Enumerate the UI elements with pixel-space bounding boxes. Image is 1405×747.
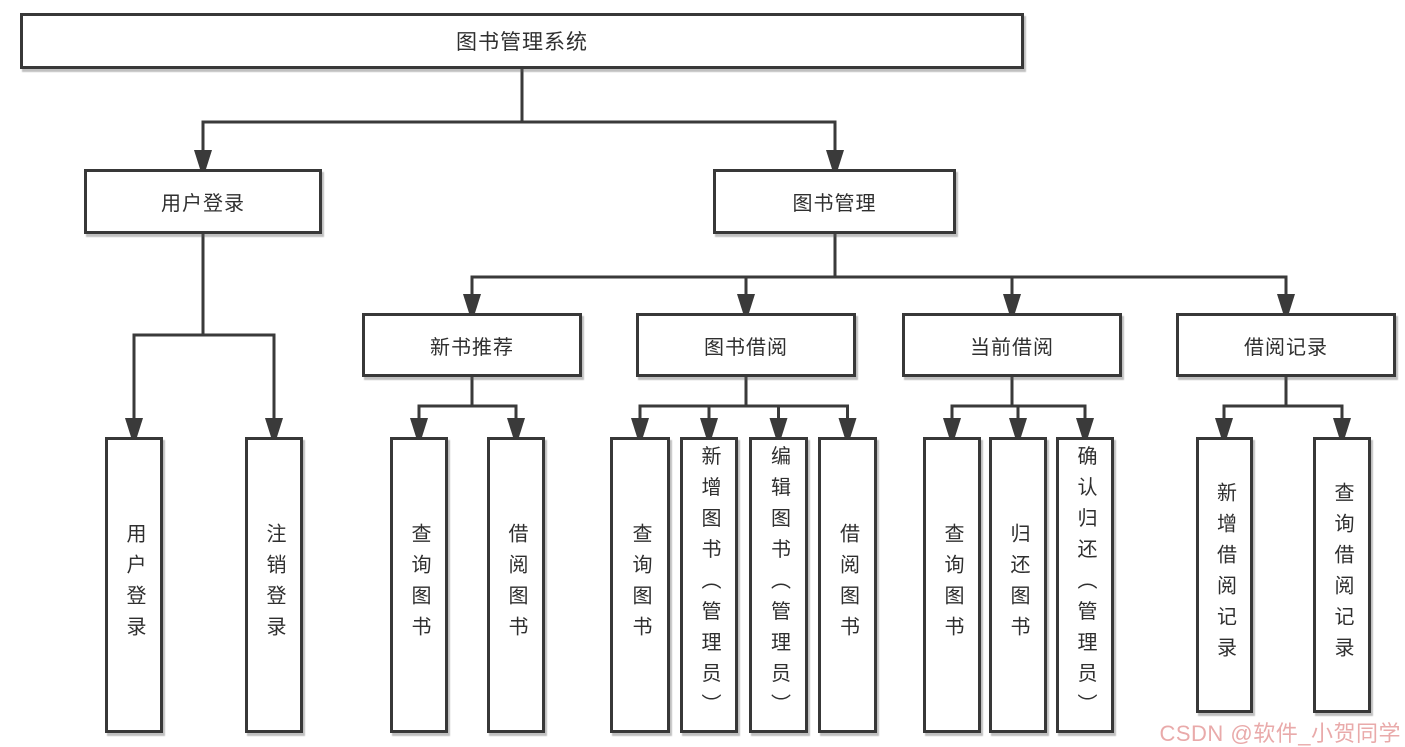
connector-userlogin-to-leaves: [132, 232, 276, 422]
leaf-label: 编辑图书（管理员）: [767, 445, 790, 725]
leaf-borrow-books: 借阅图书: [818, 437, 877, 733]
node-label: 借阅记录: [1244, 336, 1328, 359]
node-label: 用户登录: [161, 193, 245, 215]
leaf-query-books-current: 查询图书: [923, 437, 981, 733]
node-label: 新书推荐: [430, 336, 514, 359]
leaf-label: 查询借阅记录: [1331, 482, 1353, 668]
connector-newbook-to-leaves: [417, 375, 518, 422]
leaf-label: 新增借阅记录: [1213, 482, 1236, 668]
leaf-confirm-return-admin: 确认归还（管理员）: [1056, 437, 1114, 733]
leaf-label: 用户登录: [123, 523, 145, 647]
leaf-query-books-recommend: 查询图书: [390, 437, 448, 733]
leaf-label: 归还图书: [1007, 523, 1029, 647]
leaf-label: 借阅图书: [505, 523, 527, 647]
leaf-label: 查询图书: [408, 523, 430, 647]
leaf-borrow-books-recommend: 借阅图书: [487, 437, 545, 733]
leaf-label: 新增图书（管理员）: [698, 445, 720, 725]
node-current-borrow: 当前借阅: [902, 313, 1122, 377]
connector-records-to-leaves: [1222, 375, 1344, 422]
node-label: 图书管理: [792, 193, 877, 215]
node-book-management: 图书管理: [713, 169, 956, 234]
leaf-return-books: 归还图书: [989, 437, 1047, 733]
node-user-login-branch: 用户登录: [84, 169, 322, 234]
connector-currentborrow-to-leaves: [950, 375, 1087, 422]
connector-bookborrow-to-leaves: [638, 375, 849, 422]
node-new-book-recommend: 新书推荐: [362, 313, 582, 377]
leaf-query-borrow-record: 查询借阅记录: [1313, 437, 1371, 713]
node-label: 图书借阅: [704, 336, 788, 359]
node-label: 当前借阅: [970, 336, 1054, 359]
node-library-management-system: 图书管理系统: [20, 13, 1024, 69]
leaf-label: 确认归还（管理员）: [1074, 445, 1096, 725]
leaf-logout: 注销登录: [245, 437, 303, 733]
leaf-add-book-admin: 新增图书（管理员）: [680, 437, 738, 733]
node-book-borrow: 图书借阅: [636, 313, 856, 377]
connector-management-to-level3: [470, 232, 1288, 298]
leaf-query-books-borrow: 查询图书: [610, 437, 670, 733]
leaf-label: 借阅图书: [836, 523, 859, 647]
leaf-label: 查询图书: [629, 523, 651, 647]
node-borrow-records: 借阅记录: [1176, 313, 1396, 377]
leaf-user-login: 用户登录: [105, 437, 163, 733]
leaf-add-borrow-record: 新增借阅记录: [1196, 437, 1253, 713]
csdn-watermark: CSDN @软件_小贺同学: [1159, 721, 1401, 746]
node-label: 图书管理系统: [456, 31, 588, 54]
connector-root-to-level2: [201, 66, 837, 157]
leaf-label: 注销登录: [263, 523, 285, 647]
leaf-edit-book-admin: 编辑图书（管理员）: [749, 437, 808, 733]
leaf-label: 查询图书: [941, 523, 963, 647]
